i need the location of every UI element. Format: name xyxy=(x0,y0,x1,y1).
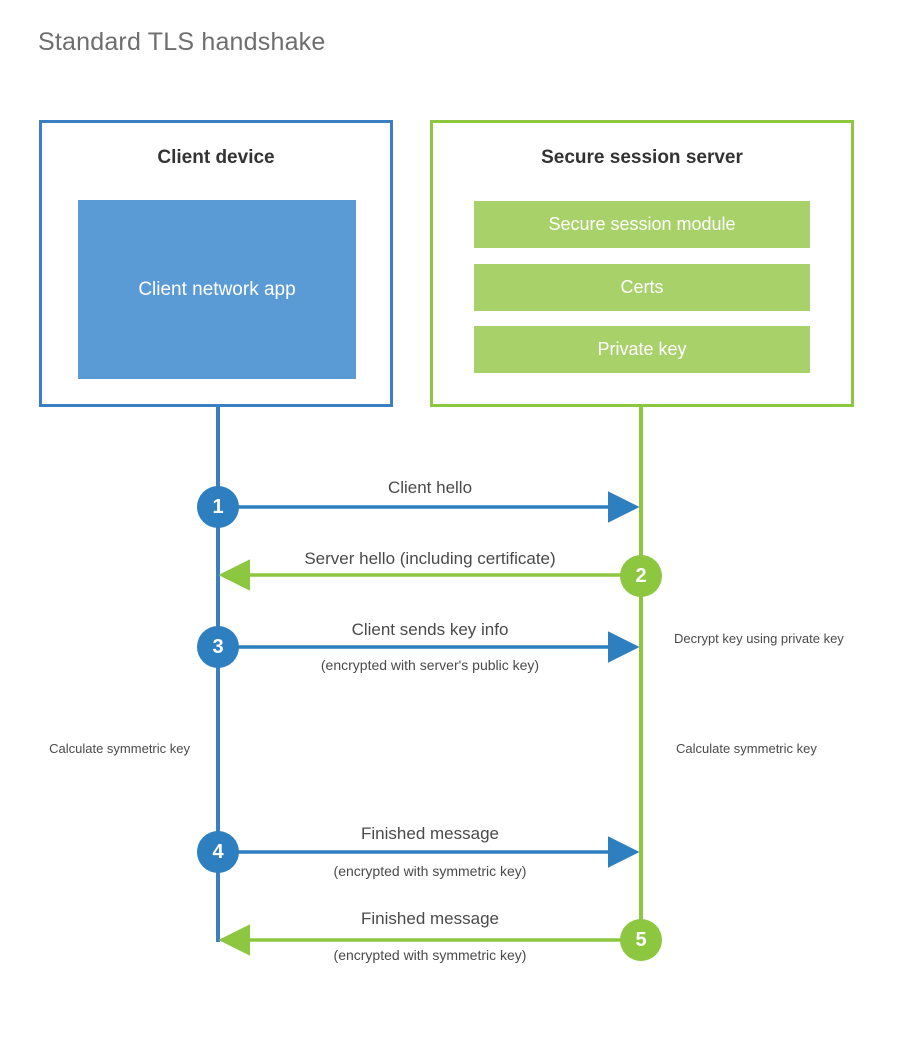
message-label-step-3: Client sends key info xyxy=(351,620,509,639)
message-sublabel-step-5: (encrypted with symmetric key) xyxy=(333,947,527,963)
client-device-title: Client device xyxy=(157,147,275,168)
message-sublabel-step-4: (encrypted with symmetric key) xyxy=(333,863,527,879)
note-calculate-symmetric-key-client: Calculate symmetric key xyxy=(49,741,190,756)
step-marker-3[interactable]: 3 xyxy=(197,626,239,668)
client-device-panel: Client device Client network app xyxy=(39,120,393,407)
server-bar-secure-session-module: Secure session module xyxy=(474,201,810,248)
message-label-step-1: Client hello xyxy=(387,478,473,497)
message-sublabel-step-3: (encrypted with server's public key) xyxy=(320,657,540,673)
server-bar-certs: Certs xyxy=(474,264,810,311)
page-title: Standard TLS handshake xyxy=(38,28,326,56)
server-lifeline xyxy=(639,404,643,942)
message-label-step-4: Finished message xyxy=(361,824,499,843)
message-label-step-2: Server hello (including certificate) xyxy=(304,549,556,568)
message-label-step-5: Finished message xyxy=(361,909,499,928)
secure-session-server-panel: Secure session server Secure session mod… xyxy=(430,120,854,407)
server-bar-private-key: Private key xyxy=(474,326,810,373)
client-lifeline xyxy=(216,404,220,942)
client-network-app-block: Client network app xyxy=(78,200,356,379)
note-calculate-symmetric-key-server: Calculate symmetric key xyxy=(676,741,817,756)
step-marker-5[interactable]: 5 xyxy=(620,919,662,961)
secure-session-server-title: Secure session server xyxy=(541,147,743,168)
note-decrypt-key: Decrypt key using private key xyxy=(674,631,844,646)
step-marker-4[interactable]: 4 xyxy=(197,831,239,873)
step-marker-1[interactable]: 1 xyxy=(197,486,239,528)
step-marker-2[interactable]: 2 xyxy=(620,555,662,597)
